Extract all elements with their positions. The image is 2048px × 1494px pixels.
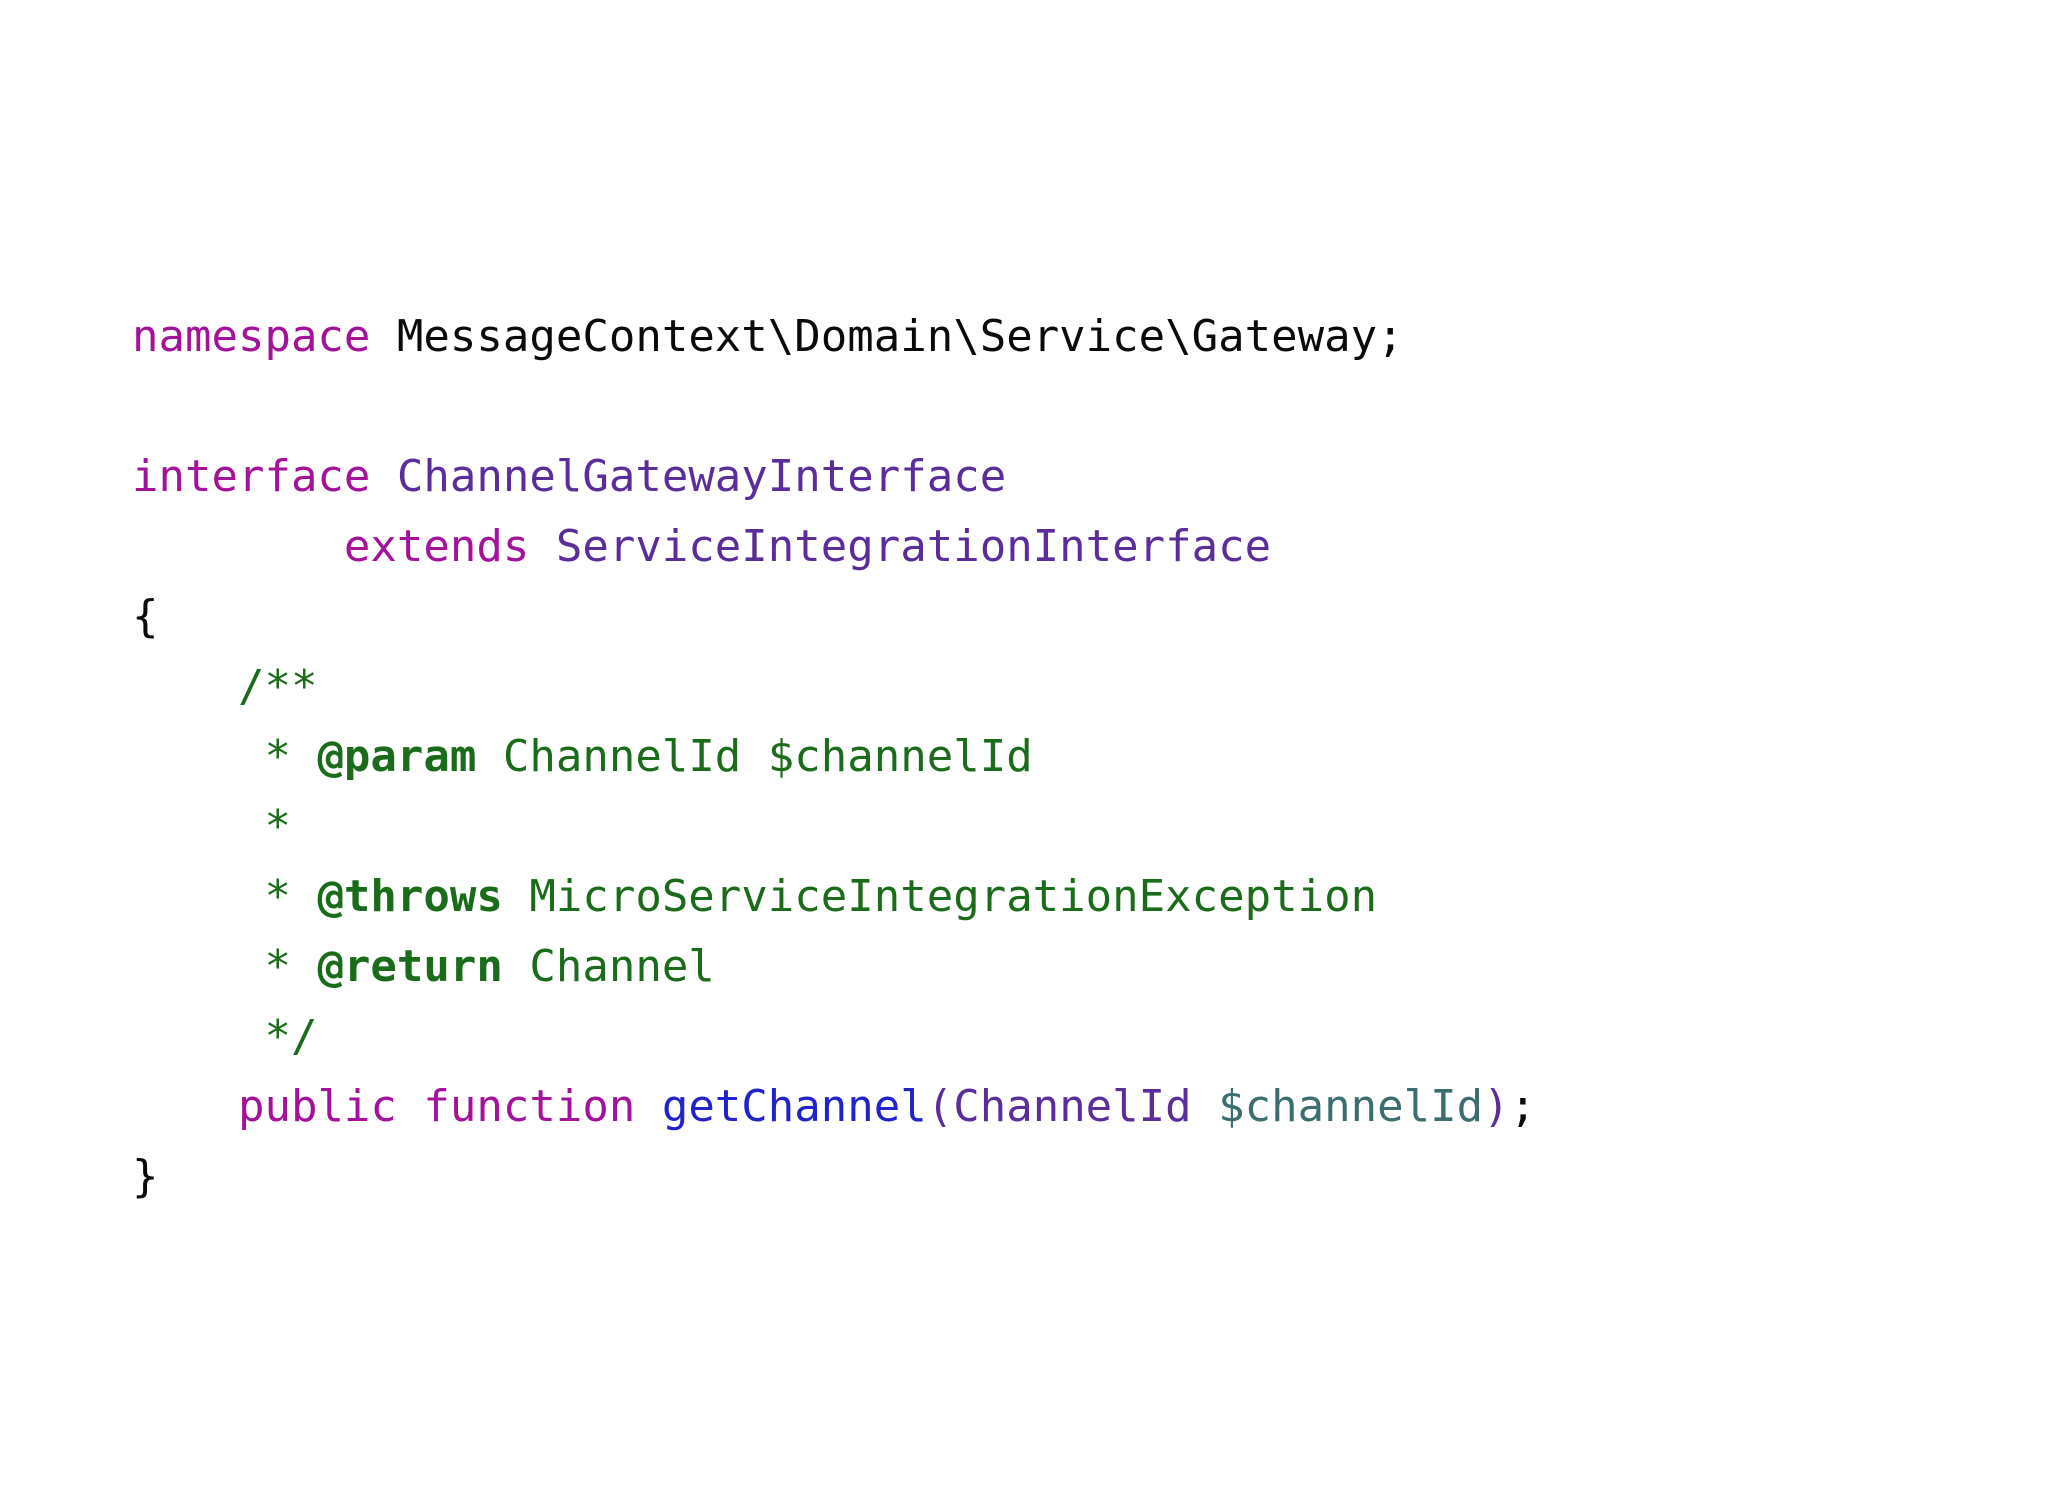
code-token: * <box>132 941 318 992</box>
code-token: $channelId <box>1218 1081 1484 1132</box>
code-token: ; <box>1509 1081 1537 1132</box>
line-8-doc-empty: * <box>132 792 1536 862</box>
code-token: MessageContext\Domain\Service\Gateway; <box>396 311 1404 362</box>
code-token: @param <box>317 731 477 782</box>
line-10-doc-return: * @return Channel <box>132 932 1536 1002</box>
code-token: } <box>132 1151 159 1202</box>
code-token <box>370 451 397 502</box>
code-token: namespace <box>132 311 371 362</box>
line-11-docblock-close: */ <box>132 1002 1536 1072</box>
code-token: ( <box>926 1081 954 1132</box>
line-9-doc-throws: * @throws MicroServiceIntegrationExcepti… <box>132 862 1536 932</box>
line-7-doc-param: * @param ChannelId $channelId <box>132 722 1536 792</box>
code-token <box>529 521 556 572</box>
code-token: MicroServiceIntegrationException <box>502 871 1378 922</box>
code-token: interface <box>132 451 371 502</box>
line-6-docblock-open: /** <box>132 652 1536 722</box>
code-token: ChannelId <box>953 1081 1192 1132</box>
line-13-close-brace: } <box>132 1142 1536 1212</box>
code-token: */ <box>132 1011 318 1062</box>
code-token <box>132 521 344 572</box>
code-token: ChannelId $channelId <box>476 731 1033 782</box>
line-12-method-signature: public function getChannel(ChannelId $ch… <box>132 1072 1536 1142</box>
code-token: * <box>132 801 291 852</box>
code-token: { <box>132 591 159 642</box>
line-1-namespace: namespace MessageContext\Domain\Service\… <box>132 302 1536 372</box>
code-token: @throws <box>317 871 503 922</box>
code-token: ) <box>1483 1081 1510 1132</box>
code-token <box>635 1081 662 1132</box>
code-token: @return <box>317 941 503 992</box>
line-4-extends: extends ServiceIntegrationInterface <box>132 512 1536 582</box>
code-token: ChannelGatewayInterface <box>396 451 1007 502</box>
code-token: /** <box>132 661 318 712</box>
code-token: * <box>132 871 318 922</box>
code-token: Channel <box>502 941 715 992</box>
code-token: ServiceIntegrationInterface <box>555 521 1272 572</box>
line-5-open-brace: { <box>132 582 1536 652</box>
code-token <box>1192 1081 1219 1132</box>
code-token: getChannel <box>661 1081 927 1132</box>
line-2-blank <box>132 372 1536 442</box>
code-token <box>132 1081 238 1132</box>
code-token: * <box>132 731 318 782</box>
code-listing: namespace MessageContext\Domain\Service\… <box>132 302 1536 1212</box>
code-token: public function <box>237 1081 636 1132</box>
code-token: extends <box>343 521 530 572</box>
line-3-interface-decl: interface ChannelGatewayInterface <box>132 442 1536 512</box>
code-token <box>370 311 397 362</box>
